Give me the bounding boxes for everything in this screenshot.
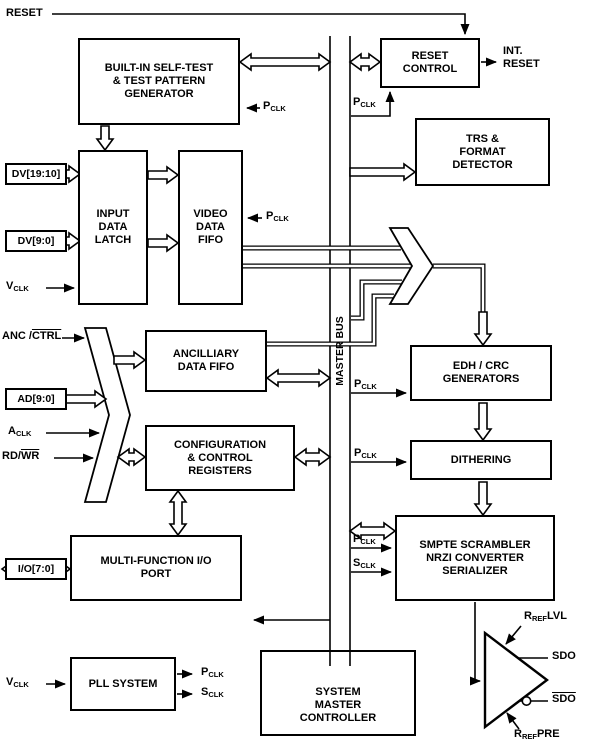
block-label: PLL SYSTEM [88,677,158,690]
block-label: CONFIGURATION [173,438,267,451]
block-built-in-self-test: BUILT-IN SELF-TEST & TEST PATTERN GENERA… [78,38,240,125]
int-reset-label: INT. RESET [503,45,540,70]
vclk-label-pll: VCLK [6,676,29,689]
port-dv-9-0: DV[9:0] [5,230,67,252]
vclk-label-latch: VCLK [6,280,29,293]
block-dithering: DITHERING [410,440,552,480]
driver-triangle-icon [483,630,549,730]
block-label: TRS & [466,132,499,145]
block-label: BUILT-IN SELF-TEST [104,62,214,74]
block-label: VIDEO [193,208,228,220]
pclk-label-video-fifo: PCLK [266,210,289,223]
block-pll-system: PLL SYSTEM [70,657,176,711]
block-multi-function-io-port: MULTI-FUNCTION I/O PORT [70,535,242,601]
port-label: DV[19:10] [11,168,61,180]
block-label: DATA [98,221,128,233]
block-label: GENERATOR [124,88,194,100]
block-edh-crc-generators: EDH / CRC GENERATORS [410,345,552,401]
block-label: RESET [411,50,449,62]
block-label: DETECTOR [452,158,513,171]
sdo-bar-label: SDO [552,693,576,705]
block-video-data-fifo: VIDEO DATA FIFO [178,150,243,305]
port-dv-19-10: DV[19:10] [5,163,67,185]
hollow-arrows [0,52,493,579]
pclk-label-pll-output: PCLK [201,666,224,679]
output-driver [483,630,549,730]
port-label: DV[9:0] [17,235,55,247]
pclk-label-smpte: PCLK [353,533,376,546]
block-label: & TEST PATTERN [112,75,206,87]
block-label: REGISTERS [188,464,252,477]
block-ancillary-data-fifo: ANCILLIARY DATA FIFO [145,330,267,392]
block-label: DATA [196,221,225,233]
pclk-label-bist: PCLK [263,100,286,113]
rref-pre-label: RREFPRE [514,728,560,741]
block-label: INPUT [96,208,130,220]
input-mux-shape [83,327,131,503]
block-label: & CONTROL [187,451,253,464]
aclk-label: ACLK [8,425,32,438]
port-io-7-0: I/O[7:0] [5,558,67,580]
block-label: MASTER [314,699,362,711]
inversion-bubble-icon [521,695,532,706]
rdwr-label: RD/WR [2,450,40,462]
rref-lvl-label: RREFLVL [524,610,567,623]
signal-lines [46,13,522,730]
block-label: SERIALIZER [442,564,508,577]
master-bus-rails [329,36,351,666]
reset-label: RESET [6,7,43,19]
pclk-label-edh: PCLK [354,378,377,391]
port-ad-9-0: AD[9:0] [5,388,67,410]
block-label: PORT [140,568,172,580]
block-label: LATCH [94,234,132,246]
block-label: FORMAT [459,145,506,158]
sclk-label-smpte: SCLK [353,557,376,570]
pclk-label-reset-control: PCLK [353,96,376,109]
sclk-label-pll-output: SCLK [201,686,224,699]
block-label: CONTROL [402,63,458,75]
block-label: ANCILLIARY [172,348,240,360]
block-label: SYSTEM [315,686,361,698]
pclk-label-dithering: PCLK [354,447,377,460]
port-label: AD[9:0] [17,393,55,405]
block-label: FIFO [197,234,224,246]
block-label: GENERATORS [442,373,520,385]
block-configuration-registers: CONFIGURATION & CONTROL REGISTERS [145,425,295,491]
block-label: MULTI-FUNCTION I/O [100,555,212,567]
block-system-master-controller: SYSTEM MASTER CONTROLLER [260,650,416,736]
block-label: DATA FIFO [177,361,235,373]
block-reset-control: RESET CONTROL [380,38,480,88]
anc-ctrl-label: ANC /CTRL [2,330,62,342]
block-input-data-latch: INPUT DATA LATCH [78,150,148,305]
sdo-label: SDO [552,650,576,662]
block-smpte-scrambler-serializer: SMPTE SCRAMBLER NRZI CONVERTER SERIALIZE… [395,515,555,601]
data-merge-mux-shape [388,227,435,305]
master-bus-label: MASTER BUS [334,316,346,385]
block-label: CONTROLLER [299,712,377,724]
block-label: DITHERING [450,453,512,466]
bus-lines [243,245,486,347]
block-label: EDH / CRC [452,360,510,372]
block-trs-format-detector: TRS & FORMAT DETECTOR [415,118,550,186]
block-label: NRZI CONVERTER [426,551,524,564]
block-label: SMPTE SCRAMBLER [419,538,531,551]
port-label: I/O[7:0] [17,563,55,575]
